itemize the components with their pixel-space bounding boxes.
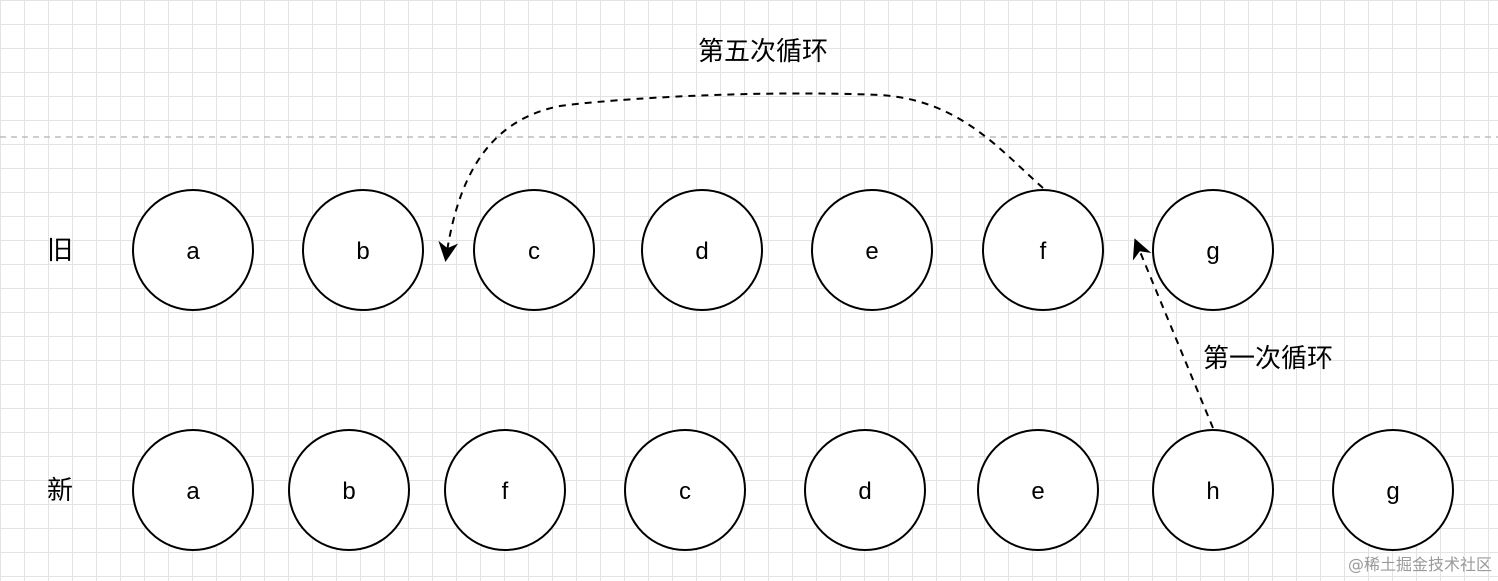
old-node-label: a — [186, 238, 200, 265]
new-node-label: c — [679, 478, 691, 505]
new-node-label: b — [342, 478, 355, 505]
old-node-label: f — [1040, 238, 1047, 265]
new-node-a: a — [132, 429, 254, 551]
old-node-f: f — [982, 189, 1104, 311]
old-node-a: a — [132, 189, 254, 311]
new-node-label: g — [1386, 478, 1399, 505]
old-node-label: d — [695, 238, 708, 265]
new-node-g: g — [1332, 429, 1454, 551]
new-node-f: f — [444, 429, 566, 551]
old-node-label: b — [356, 238, 369, 265]
new-node-d: d — [804, 429, 926, 551]
new-node-label: d — [858, 478, 871, 505]
old-node-label: c — [528, 238, 540, 265]
old-node-c: c — [473, 189, 595, 311]
new-node-label: h — [1206, 478, 1219, 505]
row-label-new: 新 — [47, 475, 73, 505]
first-loop-label: 第一次循环 — [1203, 343, 1333, 373]
fifth-loop-label: 第五次循环 — [698, 36, 828, 66]
new-node-label: f — [502, 478, 509, 505]
new-node-h: h — [1152, 429, 1274, 551]
new-node-label: a — [186, 478, 200, 505]
new-node-c: c — [624, 429, 746, 551]
new-node-e: e — [977, 429, 1099, 551]
fifth-loop-arrow — [438, 92, 1044, 262]
old-node-label: e — [865, 238, 878, 265]
old-node-label: g — [1206, 238, 1219, 265]
old-node-g: g — [1152, 189, 1274, 311]
new-node-label: e — [1031, 478, 1044, 505]
old-node-b: b — [302, 189, 424, 311]
new-node-b: b — [288, 429, 410, 551]
watermark: @稀土掘金技术社区 — [1347, 555, 1492, 574]
old-node-e: e — [811, 189, 933, 311]
row-label-old: 旧 — [47, 235, 73, 265]
old-node-d: d — [641, 189, 763, 311]
